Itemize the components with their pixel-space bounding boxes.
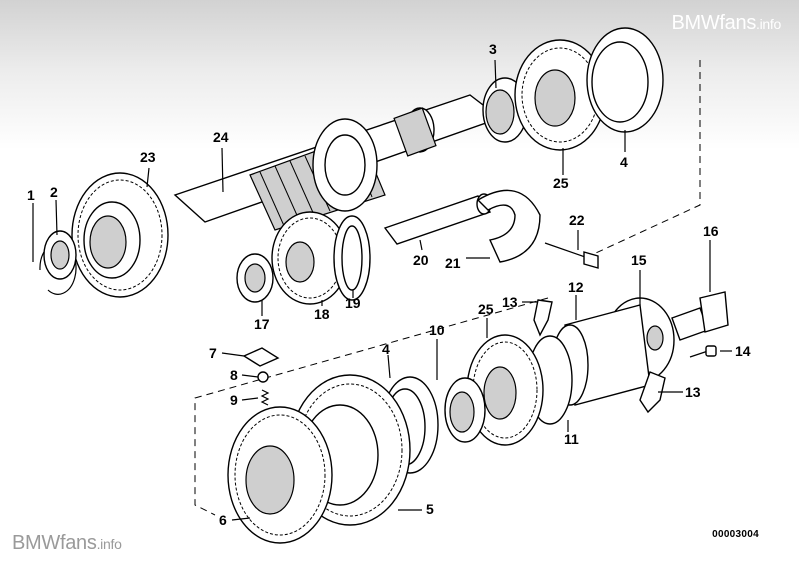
gear-part-18 — [271, 211, 349, 305]
callout-3[interactable]: 3 — [489, 41, 497, 57]
callout-13-upper[interactable]: 13 — [502, 294, 518, 310]
needle-bearing-part-10 — [444, 377, 486, 443]
callout-23[interactable]: 23 — [140, 149, 156, 165]
callout-12[interactable]: 12 — [568, 279, 584, 295]
callout-6[interactable]: 6 — [219, 512, 227, 528]
callout-17[interactable]: 17 — [254, 316, 270, 332]
screw-part-14 — [689, 345, 717, 358]
ball-part-8 — [257, 371, 269, 383]
callout-14[interactable]: 14 — [735, 343, 751, 359]
main-shaft-part-24 — [173, 94, 502, 231]
gear-part-25-lower — [466, 334, 544, 446]
synchro-ring-part-4-upper — [586, 27, 664, 133]
callout-2[interactable]: 2 — [50, 184, 58, 200]
bracket-part-13-lower — [639, 371, 666, 414]
callout-25-upper[interactable]: 25 — [553, 175, 569, 191]
callout-9[interactable]: 9 — [230, 392, 238, 408]
assembly-line-upper — [584, 60, 701, 259]
gear-part-25-upper — [514, 39, 606, 151]
callout-15[interactable]: 15 — [631, 252, 647, 268]
callout-25-lower[interactable]: 25 — [478, 301, 494, 317]
callout-21[interactable]: 21 — [445, 255, 461, 271]
bracket-part-13-upper — [533, 299, 553, 337]
watermark-bottom-brand: BMWfans — [12, 532, 97, 554]
watermark-bottom-suffix: .info — [96, 536, 122, 552]
callout-19[interactable]: 19 — [345, 295, 361, 311]
watermark-bottom: BMWfans.info — [12, 532, 122, 555]
callout-8[interactable]: 8 — [230, 367, 238, 383]
watermark-top-brand: BMWfans — [671, 12, 757, 34]
callout-4-upper[interactable]: 4 — [620, 154, 628, 170]
callout-24[interactable]: 24 — [213, 129, 229, 145]
assembly-line-lower — [194, 297, 549, 516]
gear-part-23 — [71, 172, 169, 298]
gear-part-6 — [227, 406, 333, 544]
callout-1[interactable]: 1 — [27, 187, 35, 203]
callout-22[interactable]: 22 — [569, 212, 585, 228]
callout-11[interactable]: 11 — [564, 431, 579, 447]
bearing-ring-part-2 — [43, 230, 77, 280]
bolt-part-16 — [671, 291, 729, 341]
callout-20[interactable]: 20 — [413, 252, 429, 268]
callout-7[interactable]: 7 — [209, 345, 217, 361]
spring-part-9 — [260, 389, 270, 406]
callout-16[interactable]: 16 — [703, 223, 719, 239]
diagram-reference-number: 00003004 — [712, 529, 759, 540]
callout-10[interactable]: 10 — [429, 322, 445, 338]
bearing-part-17 — [236, 253, 274, 303]
shift-rod-part-20 — [383, 193, 492, 245]
spacer-ring-part-19 — [333, 215, 371, 301]
watermark-top: BMWfans.info — [671, 12, 781, 35]
watermark-top-suffix: .info — [756, 16, 781, 32]
callout-5[interactable]: 5 — [426, 501, 434, 517]
callout-13-lower[interactable]: 13 — [685, 384, 701, 400]
callout-4-lower[interactable]: 4 — [382, 341, 390, 357]
plate-part-7 — [242, 347, 280, 367]
bolt-part-22 — [544, 242, 599, 269]
callout-18[interactable]: 18 — [314, 306, 330, 322]
shift-fork-part-21 — [476, 189, 541, 263]
